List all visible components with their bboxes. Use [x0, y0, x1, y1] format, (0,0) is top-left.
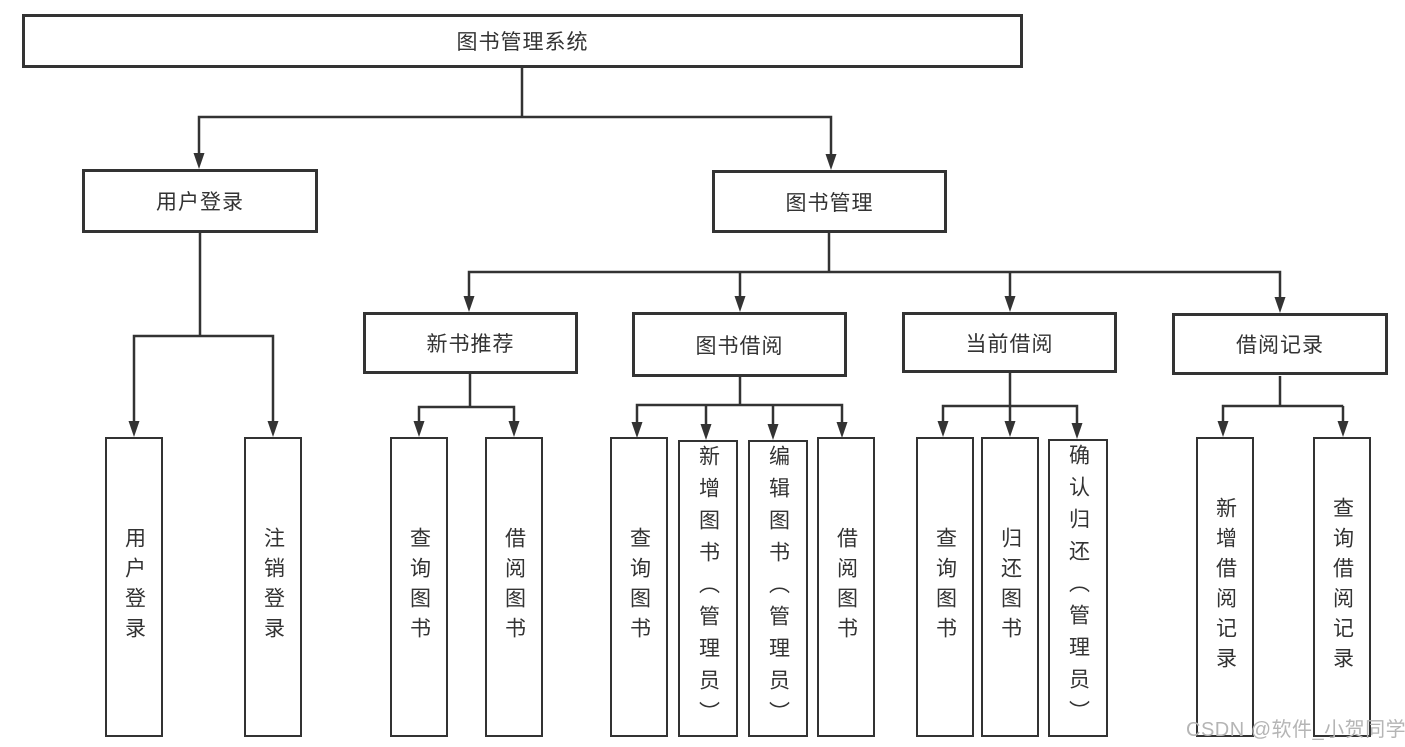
node-label: 图书借阅 — [695, 334, 784, 358]
node-label: 用户登录 — [156, 191, 244, 214]
node-library-management-system: 图书管理系统 — [22, 14, 1023, 68]
leaf-label: 确认归还（管理员） — [1066, 444, 1090, 732]
node-label: 图书管理系统 — [456, 31, 589, 54]
connector-root-to-level2 — [197, 68, 833, 157]
leaf-label: 查询图书 — [933, 527, 957, 647]
leaf-label: 借阅图书 — [834, 527, 858, 647]
leaf-label: 归还图书 — [998, 527, 1022, 647]
leaf-borrow-books-borrow: 借阅图书 — [817, 437, 875, 737]
connector-borrow-records-to-leaves — [1221, 376, 1345, 424]
leaf-logout: 注销登录 — [244, 437, 302, 737]
watermark: CSDN @软件_小贺同学 — [1186, 719, 1405, 741]
node-user-login: 用户登录 — [82, 169, 318, 233]
node-label: 当前借阅 — [965, 332, 1054, 356]
node-borrow-records: 借阅记录 — [1172, 313, 1388, 375]
leaf-borrow-books-recommend: 借阅图书 — [485, 437, 543, 737]
connector-new-book-recommend-to-leaves — [417, 374, 516, 424]
leaf-query-books-current: 查询图书 — [916, 437, 974, 737]
leaf-user-login: 用户登录 — [105, 437, 163, 737]
leaf-add-book-admin: 新增图书（管理员） — [678, 440, 738, 737]
node-book-management: 图书管理 — [712, 170, 947, 233]
leaf-return-books: 归还图书 — [981, 437, 1039, 737]
node-book-borrow: 图书借阅 — [632, 312, 847, 377]
connector-current-borrow-to-leaves — [941, 373, 1079, 426]
node-current-borrow: 当前借阅 — [902, 312, 1117, 373]
connector-user-login-to-leaves — [132, 233, 275, 424]
leaf-query-books-recommend: 查询图书 — [390, 437, 448, 737]
leaf-label: 注销登录 — [261, 527, 285, 647]
node-label: 新书推荐 — [426, 333, 515, 356]
leaf-label: 借阅图书 — [502, 527, 526, 647]
connector-book-management-to-level3 — [467, 233, 1282, 300]
node-label: 借阅记录 — [1236, 334, 1324, 357]
node-new-book-recommend: 新书推荐 — [363, 312, 578, 374]
leaf-query-borrow-record: 查询借阅记录 — [1313, 437, 1371, 737]
leaf-label: 编辑图书（管理员） — [766, 444, 790, 733]
leaf-query-books-borrow: 查询图书 — [610, 437, 668, 737]
node-label: 图书管理 — [785, 191, 874, 215]
leaf-label: 新增借阅记录 — [1213, 497, 1237, 677]
leaf-edit-book-admin: 编辑图书（管理员） — [748, 440, 808, 737]
leaf-label: 查询借阅记录 — [1330, 497, 1354, 677]
leaf-label: 查询图书 — [407, 527, 431, 647]
connector-book-borrow-to-leaves — [635, 377, 844, 427]
leaf-label: 用户登录 — [122, 527, 146, 647]
leaf-label: 查询图书 — [627, 527, 651, 647]
leaf-label: 新增图书（管理员） — [696, 444, 720, 733]
leaf-confirm-return-admin: 确认归还（管理员） — [1048, 439, 1108, 737]
leaf-add-borrow-record: 新增借阅记录 — [1196, 437, 1254, 737]
